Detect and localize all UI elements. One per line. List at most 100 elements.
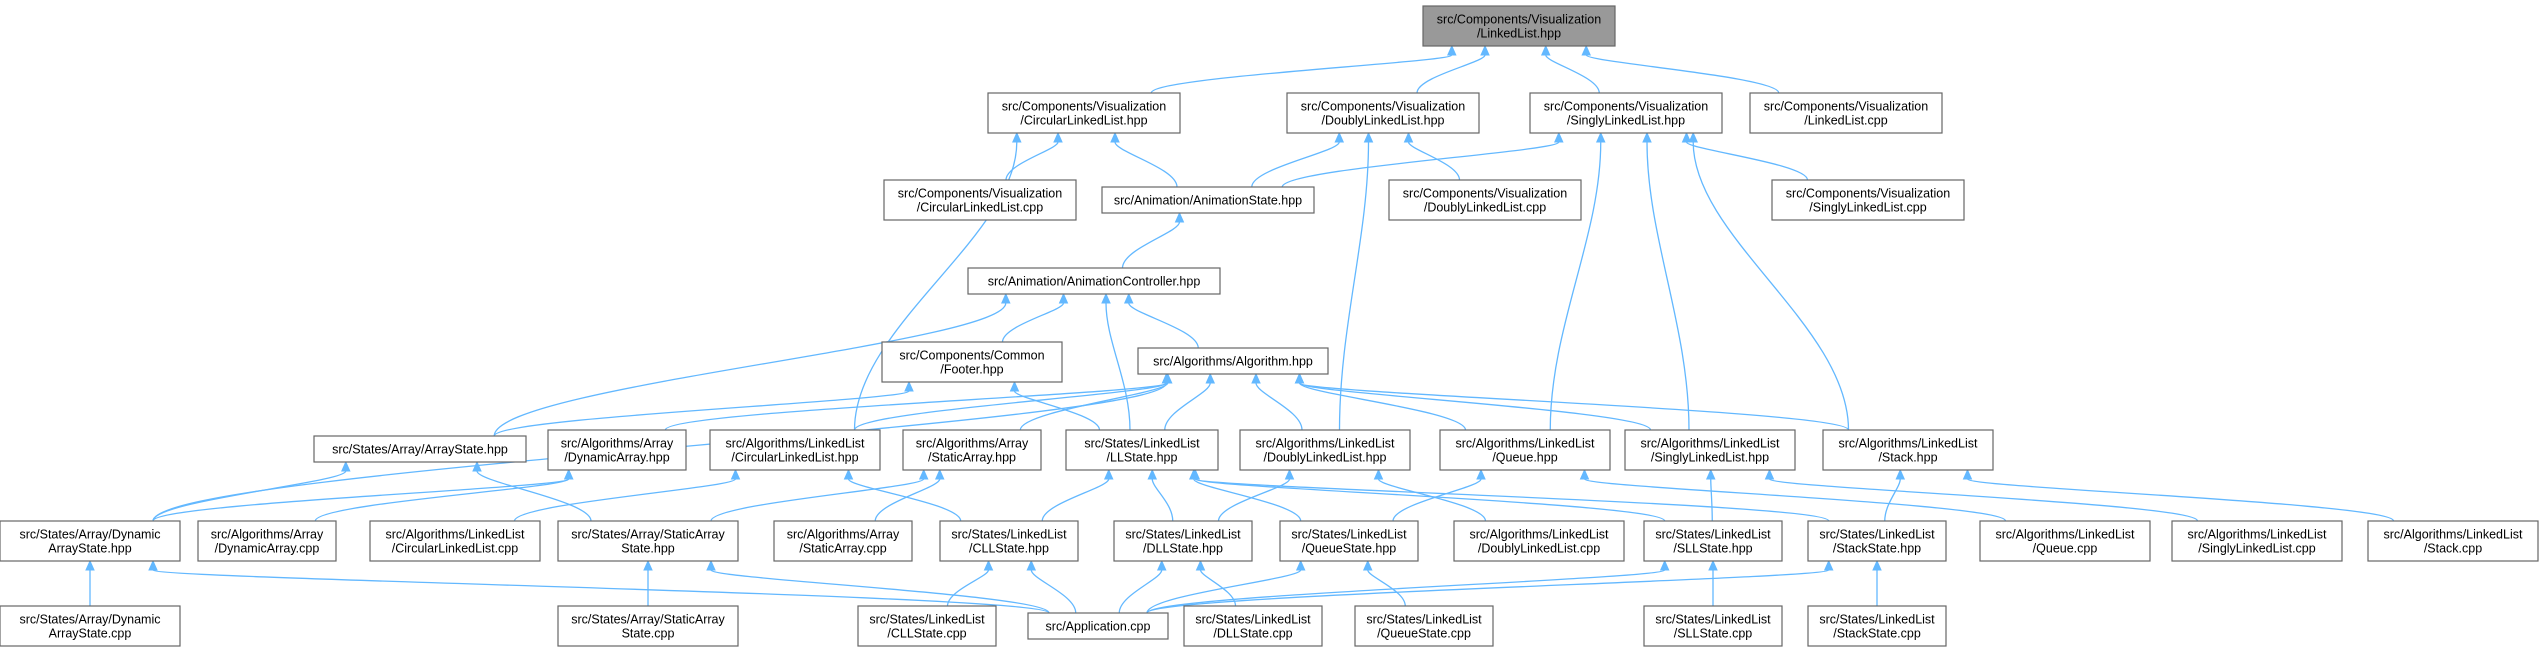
dependency-edge: [1146, 559, 1670, 614]
graph-node[interactable]: src/Components/Visualization/DoublyLinke…: [1286, 92, 1480, 134]
graph-node[interactable]: src/States/LinkedList/QueueState.cpp: [1354, 605, 1494, 647]
graph-root-node[interactable]: src/Components/Visualization/LinkedList.…: [1422, 5, 1616, 47]
graph-node[interactable]: src/Components/Visualization/DoublyLinke…: [1388, 179, 1582, 221]
edge-arrowhead: [1581, 44, 1591, 56]
edge-line: [710, 569, 1050, 614]
node-label-line: /SLLState.cpp: [1674, 627, 1753, 641]
node-label-line: src/Algorithms/LinkedList: [386, 528, 525, 542]
graph-node[interactable]: src/Application.cpp: [1027, 612, 1169, 640]
edge-line: [1768, 478, 2199, 522]
node-label-line: State.hpp: [621, 542, 675, 556]
node-box: [709, 429, 881, 471]
edge-line: [1367, 569, 1406, 607]
node-label-line: /StaticArray.hpp: [928, 451, 1016, 465]
edge-line: [710, 478, 925, 522]
graph-node[interactable]: src/Animation/AnimationController.hpp: [967, 267, 1221, 295]
graph-node[interactable]: src/Algorithms/Algorithm.hpp: [1137, 347, 1329, 375]
node-label-line: src/Algorithms/LinkedList: [1641, 437, 1780, 451]
node-label-line: /Stack.cpp: [2424, 542, 2482, 556]
node-label-line: src/States/Array/StaticArray: [571, 613, 725, 627]
edge-arrowhead: [1101, 292, 1111, 304]
edge-line: [664, 382, 1168, 431]
edge-arrowhead: [1053, 131, 1063, 143]
edge-line: [874, 478, 941, 522]
node-box: [0, 520, 181, 562]
graph-node[interactable]: src/Algorithms/Array/StaticArray.cpp: [773, 520, 913, 562]
dependency-edge: [1403, 131, 1461, 181]
node-box: [1065, 429, 1219, 471]
node-label-line: /DoublyLinkedList.cpp: [1478, 542, 1600, 556]
graph-node[interactable]: src/States/LinkedList/QueueState.hpp: [1279, 520, 1419, 562]
graph-node[interactable]: src/States/LinkedList/StackState.hpp: [1807, 520, 1947, 562]
node-label-line: src/States/Array/Dynamic: [19, 613, 160, 627]
graph-node[interactable]: src/Algorithms/LinkedList/SinglyLinkedLi…: [2171, 520, 2343, 562]
edge-line: [1193, 478, 1302, 522]
dependency-edge: [472, 460, 592, 522]
edge-line: [1146, 569, 1666, 614]
graph-node[interactable]: src/Components/Visualization/CircularLin…: [883, 179, 1077, 221]
graph-node[interactable]: src/States/LinkedList/CLLState.hpp: [939, 520, 1079, 562]
node-label-line: src/Components/Visualization: [1437, 13, 1601, 27]
graph-node[interactable]: src/Components/Visualization/SinglyLinke…: [1529, 92, 1723, 134]
graph-node[interactable]: src/States/LinkedList/StackState.cpp: [1807, 605, 1947, 647]
graph-node[interactable]: src/States/LinkedList/CLLState.cpp: [857, 605, 997, 647]
dependency-edge: [1101, 292, 1131, 431]
graph-node[interactable]: src/Components/Common/Footer.hpp: [881, 341, 1063, 383]
graph-node[interactable]: src/Algorithms/LinkedList/Queue.hpp: [1439, 429, 1611, 471]
edge-arrowhead: [1363, 131, 1374, 143]
node-label-line: /Footer.hpp: [940, 363, 1003, 377]
graph-node[interactable]: src/States/LinkedList/LLState.hpp: [1065, 429, 1219, 471]
graph-node[interactable]: src/Algorithms/Array/DynamicArray.cpp: [197, 520, 337, 562]
graph-node[interactable]: src/Algorithms/Array/DynamicArray.hpp: [547, 429, 687, 471]
graph-node[interactable]: src/Components/Visualization/SinglyLinke…: [1771, 179, 1965, 221]
edge-line: [1646, 141, 1690, 431]
graph-node[interactable]: src/Algorithms/LinkedList/Queue.cpp: [1979, 520, 2151, 562]
node-label-line: /DLLState.cpp: [1213, 627, 1292, 641]
graph-node[interactable]: src/States/LinkedList/SLLState.hpp: [1643, 520, 1783, 562]
edge-line: [1118, 569, 1163, 614]
graph-node[interactable]: src/Algorithms/LinkedList/DoublyLinkedLi…: [1239, 429, 1411, 471]
graph-node[interactable]: src/States/LinkedList/DLLState.hpp: [1113, 520, 1253, 562]
node-box: [1453, 520, 1625, 562]
node-label-line: /SLLState.hpp: [1673, 542, 1752, 556]
dependency-edge: [1251, 131, 1345, 188]
node-box: [557, 605, 739, 647]
graph-node[interactable]: src/States/LinkedList/SLLState.cpp: [1643, 605, 1783, 647]
edge-line: [1013, 390, 1101, 431]
edge-line: [1217, 478, 1291, 522]
edge-line: [1281, 141, 1560, 188]
dependency-edge: [1579, 468, 2007, 522]
graph-node[interactable]: src/Algorithms/LinkedList/CircularLinked…: [369, 520, 541, 562]
edge-arrowhead: [1205, 372, 1216, 384]
node-box: [197, 520, 337, 562]
graph-node[interactable]: src/Components/Visualization/LinkedList.…: [1749, 92, 1943, 134]
graph-node[interactable]: src/States/LinkedList/DLLState.cpp: [1183, 605, 1323, 647]
dependency-edge: [1150, 44, 1457, 94]
edge-arrowhead: [1373, 468, 1384, 480]
graph-node[interactable]: src/Algorithms/Array/StaticArray.hpp: [902, 429, 1042, 471]
graph-node[interactable]: src/Animation/AnimationState.hpp: [1101, 186, 1315, 214]
graph-node[interactable]: src/Algorithms/LinkedList/DoublyLinkedLi…: [1453, 520, 1625, 562]
edge-arrowhead: [983, 559, 994, 571]
edge-line: [1884, 478, 1901, 522]
graph-node[interactable]: src/Algorithms/LinkedList/Stack.cpp: [2367, 520, 2539, 562]
edge-line: [1105, 302, 1131, 431]
graph-node[interactable]: src/States/Array/ArrayState.hpp: [313, 435, 527, 463]
node-label-line: /CircularLinkedList.cpp: [392, 542, 518, 556]
graph-node[interactable]: src/Algorithms/LinkedList/SinglyLinkedLi…: [1624, 429, 1796, 471]
graph-node[interactable]: src/Algorithms/LinkedList/Stack.hpp: [1822, 429, 1994, 471]
dependency-edge: [1146, 559, 1306, 614]
graph-node[interactable]: src/Algorithms/LinkedList/CircularLinked…: [709, 429, 881, 471]
edge-line: [1298, 382, 1652, 431]
node-label-line: src/Algorithms/LinkedList: [726, 437, 865, 451]
dependency-edge: [1549, 131, 1606, 431]
node-box: [313, 435, 527, 463]
node-label-line: /CircularLinkedList.hpp: [1020, 114, 1147, 128]
node-box: [1749, 92, 1943, 134]
node-box: [2171, 520, 2343, 562]
graph-node[interactable]: src/Components/Visualization/CircularLin…: [987, 92, 1181, 134]
